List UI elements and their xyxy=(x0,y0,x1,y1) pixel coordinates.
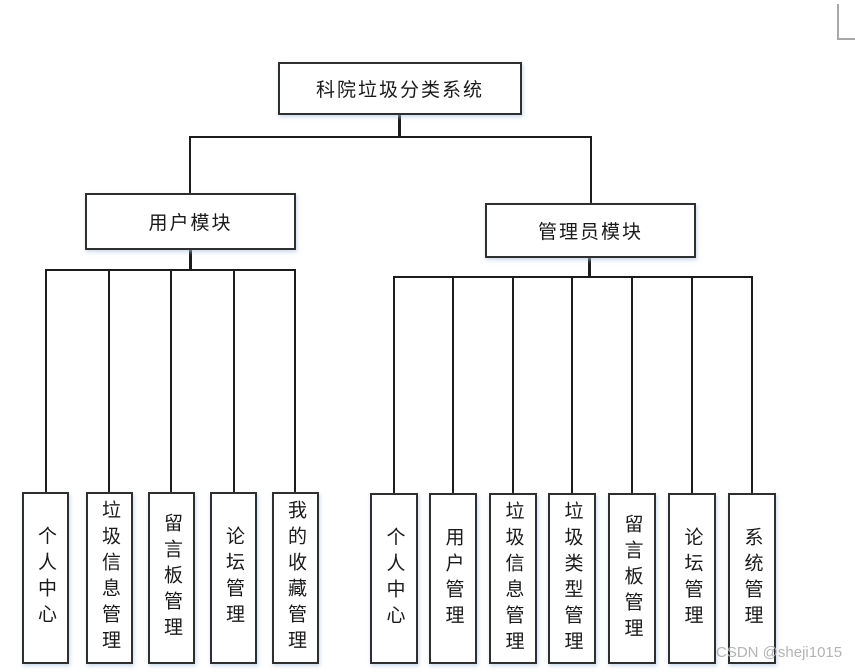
leaf-label: 垃圾类型管理 xyxy=(561,500,583,657)
user-module-label: 用户模块 xyxy=(148,213,233,234)
leaf-label: 系统管理 xyxy=(741,526,763,631)
leaf-node-user-message-board-management: 留言板管理 xyxy=(148,492,195,664)
connector xyxy=(108,269,110,493)
connector xyxy=(751,276,753,494)
leaf-node-user-personal-center: 个人中心 xyxy=(22,492,69,664)
leaf-node-user-forum-management: 论坛管理 xyxy=(210,492,257,664)
leaf-node-admin-user-management: 用户管理 xyxy=(429,493,477,664)
leaf-label: 论坛管理 xyxy=(223,526,244,630)
connector xyxy=(631,276,633,494)
connector xyxy=(571,276,573,494)
leaf-label: 垃圾信息管理 xyxy=(99,500,120,656)
diagram-root-node: 科院垃圾分类系统 xyxy=(278,62,522,115)
branch-node-user-module: 用户模块 xyxy=(85,193,296,250)
connector xyxy=(452,276,454,494)
leaf-label: 留言板管理 xyxy=(621,513,643,644)
connector-admin-stub xyxy=(588,258,591,278)
leaf-node-admin-message-board-management: 留言板管理 xyxy=(608,493,656,664)
connector xyxy=(45,269,47,493)
frame-corner-horizontal-line xyxy=(837,38,855,40)
connector-root-trunk xyxy=(398,114,401,138)
leaf-label: 垃圾信息管理 xyxy=(502,500,524,657)
connector-drop-admin xyxy=(590,136,592,204)
leaf-label: 个人中心 xyxy=(35,526,56,630)
connector-user-stub xyxy=(189,250,192,271)
leaf-node-user-garbage-info-management: 垃圾信息管理 xyxy=(86,492,133,664)
connector xyxy=(691,276,693,494)
leaf-node-admin-garbage-info-management: 垃圾信息管理 xyxy=(489,493,537,664)
leaf-node-admin-forum-management: 论坛管理 xyxy=(668,493,716,664)
leaf-node-admin-system-management: 系统管理 xyxy=(728,493,776,664)
connector-drop-user xyxy=(189,136,191,194)
admin-module-label: 管理员模块 xyxy=(537,222,643,243)
leaf-node-user-my-favorites-management: 我的收藏管理 xyxy=(272,492,319,664)
connector xyxy=(170,269,172,493)
leaf-label: 个人中心 xyxy=(383,526,405,631)
connector xyxy=(294,269,296,493)
leaf-node-admin-personal-center: 个人中心 xyxy=(370,493,418,664)
connector-level1-bus xyxy=(189,136,592,138)
leaf-label: 留言板管理 xyxy=(161,513,182,643)
connector xyxy=(233,269,235,493)
leaf-label: 我的收藏管理 xyxy=(285,500,306,656)
leaf-node-admin-garbage-type-management: 垃圾类型管理 xyxy=(548,493,596,664)
csdn-watermark: CSDN @sheji1015 xyxy=(716,644,843,661)
root-node-label: 科院垃圾分类系统 xyxy=(315,80,484,101)
frame-corner-vertical-line xyxy=(837,4,839,40)
connector xyxy=(512,276,514,494)
branch-node-admin-module: 管理员模块 xyxy=(485,203,696,258)
leaf-label: 论坛管理 xyxy=(681,526,703,631)
connector xyxy=(393,276,395,494)
leaf-label: 用户管理 xyxy=(442,526,464,631)
